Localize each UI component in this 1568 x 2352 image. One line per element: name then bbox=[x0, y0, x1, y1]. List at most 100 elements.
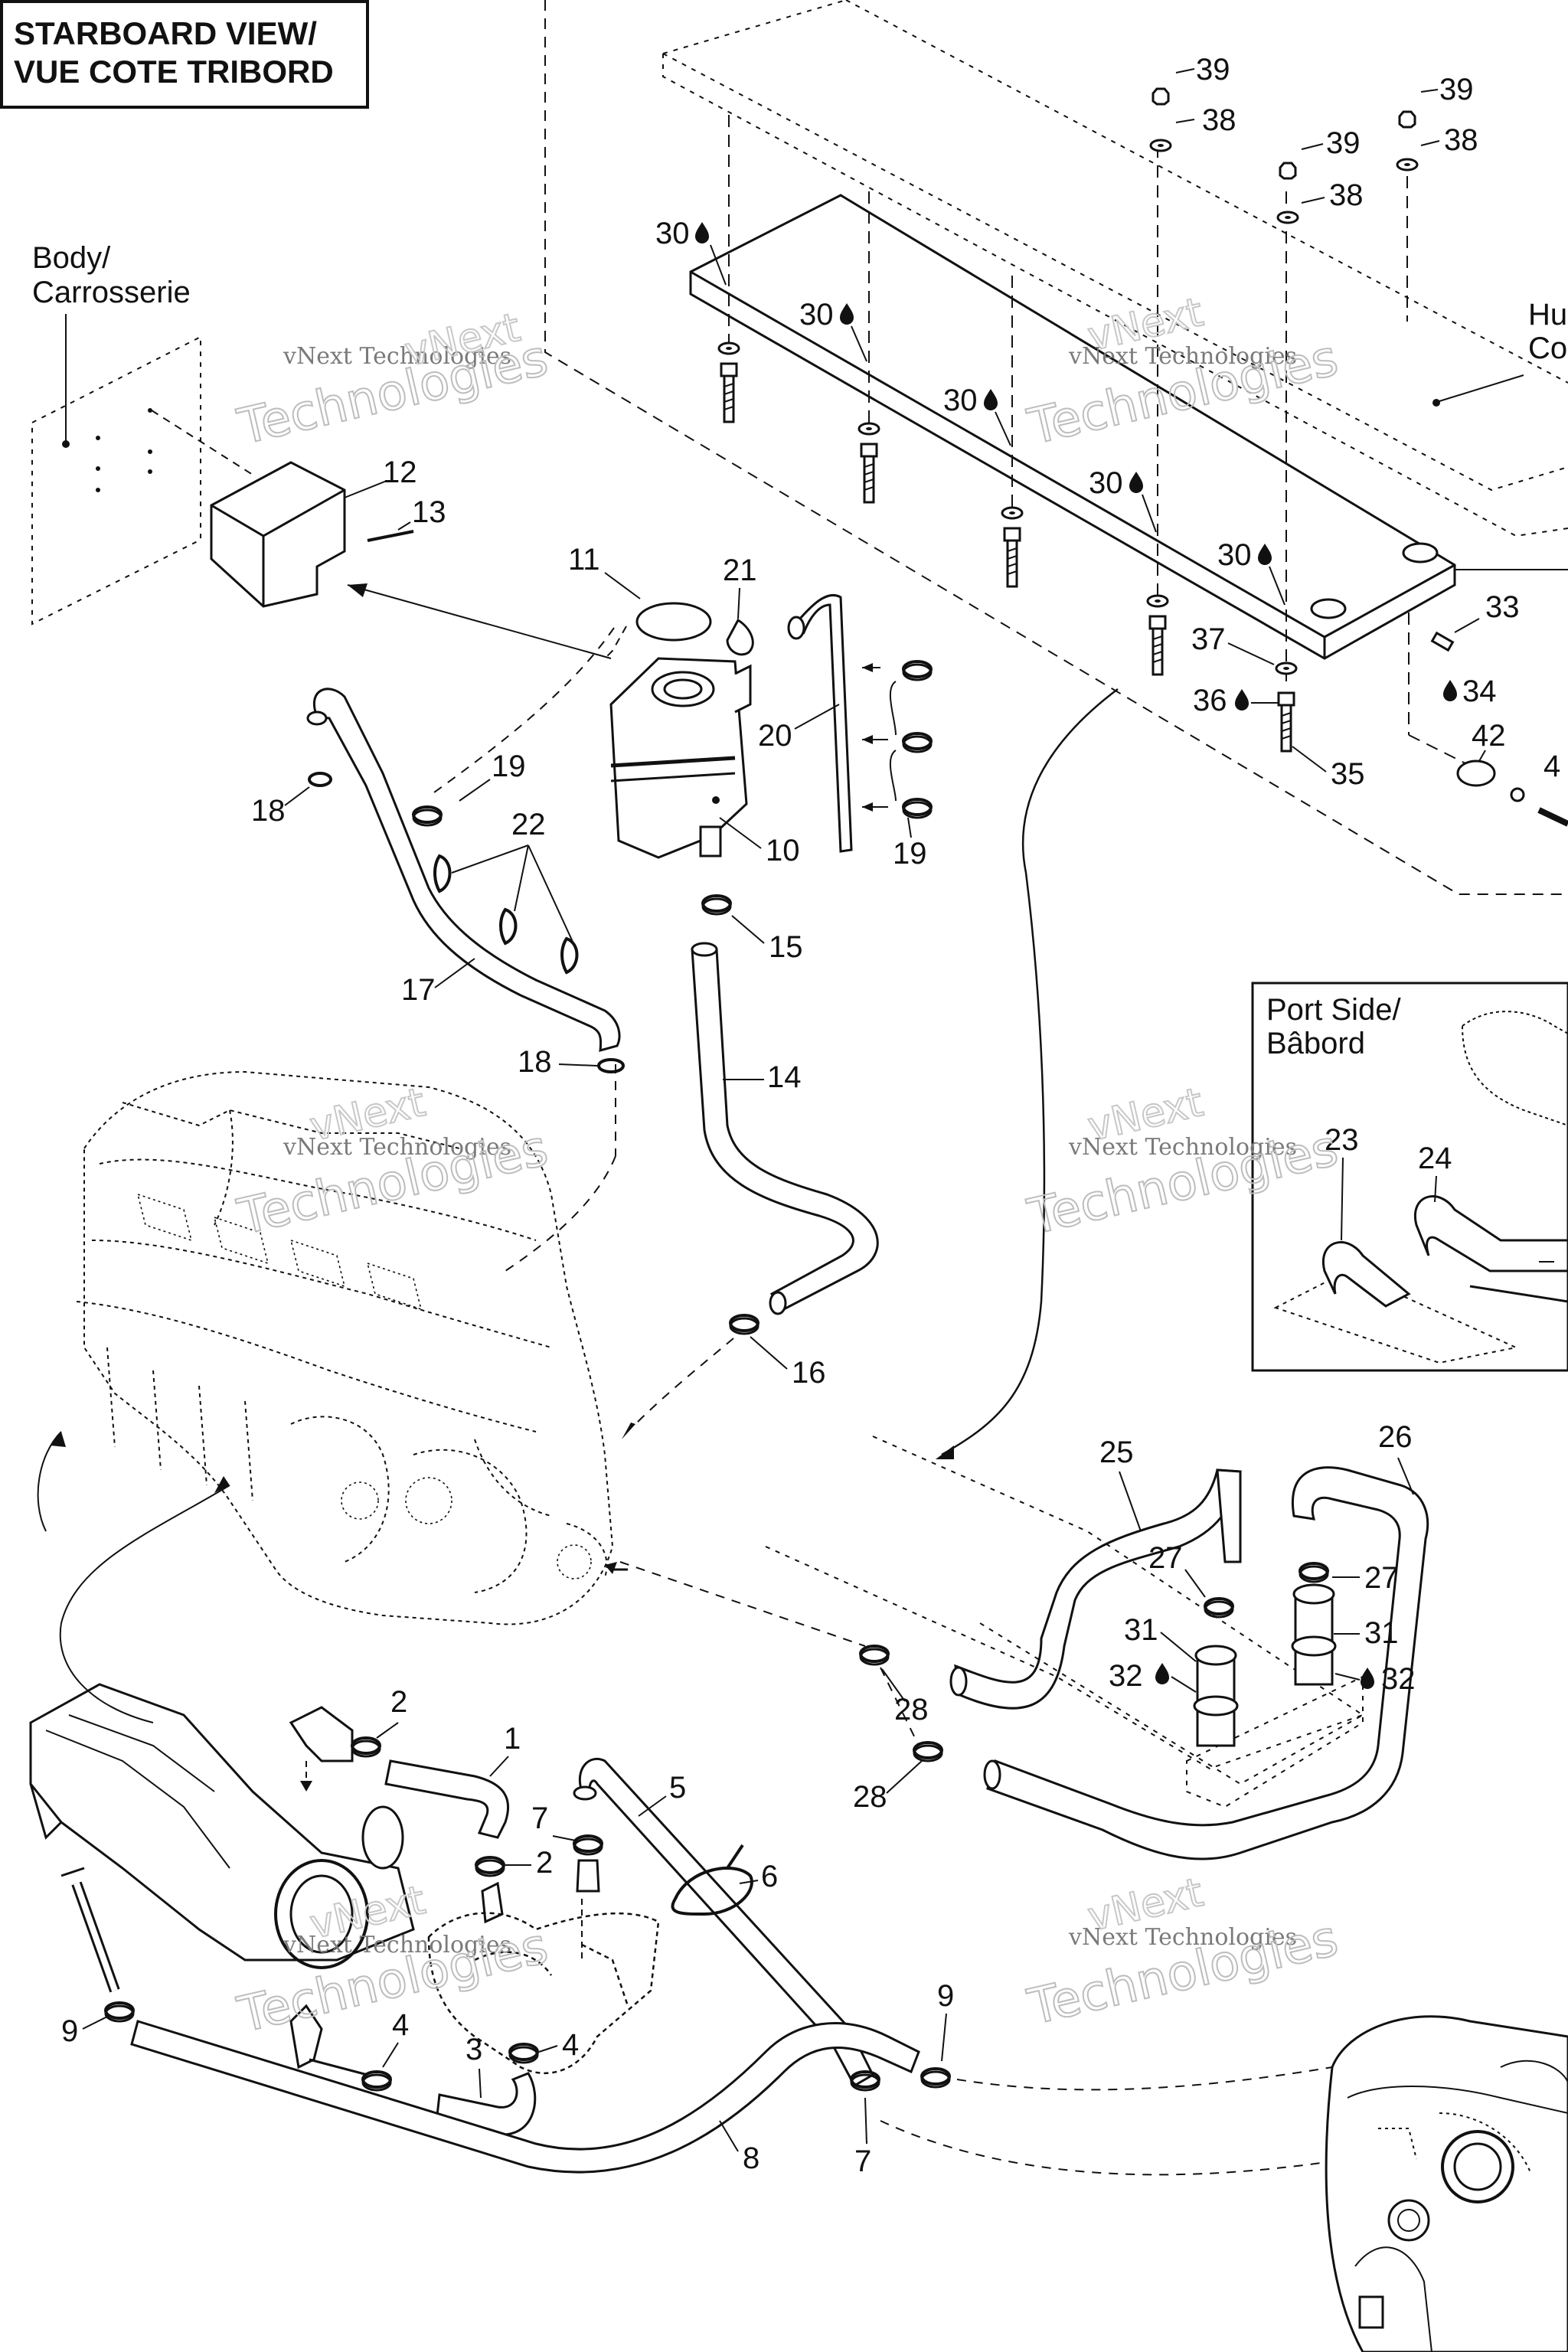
clamp-icon bbox=[701, 894, 732, 916]
washer-icon bbox=[858, 422, 880, 436]
bolt-icon bbox=[860, 443, 878, 504]
callout-39: 39 bbox=[1439, 73, 1474, 106]
callout-38: 38 bbox=[1202, 103, 1236, 137]
set-screw-icon bbox=[1430, 631, 1455, 652]
loctite-drop-icon bbox=[1155, 1663, 1169, 1684]
callout-31: 31 bbox=[1124, 1613, 1158, 1647]
watermark-text: vNext Technologies bbox=[1068, 1924, 1297, 1951]
grommet-icon bbox=[1456, 760, 1496, 787]
callout-8: 8 bbox=[743, 2141, 760, 2175]
hose-25: 25 bbox=[949, 1436, 1242, 1710]
hose-26: 26 bbox=[983, 1420, 1429, 1860]
frame-line bbox=[544, 0, 1568, 895]
callout-31: 31 bbox=[1364, 1616, 1399, 1650]
loctite-drop-icon bbox=[1361, 1668, 1374, 1689]
callout-5: 5 bbox=[669, 1771, 686, 1805]
callout-12: 12 bbox=[383, 456, 417, 489]
callout-26: 26 bbox=[1378, 1420, 1413, 1454]
watermark-text: vNext Technologies bbox=[283, 343, 511, 370]
callout-28: 28 bbox=[894, 1693, 929, 1726]
title-line-1: STARBOARD VIEW/ bbox=[14, 15, 317, 51]
callout-42: 42 bbox=[1472, 719, 1506, 753]
callout-18: 18 bbox=[251, 794, 286, 828]
callout-9: 9 bbox=[937, 1979, 954, 2013]
callout-39: 39 bbox=[1196, 53, 1230, 87]
callout-22: 22 bbox=[511, 808, 546, 841]
port-side-label-line-2: Bâbord bbox=[1266, 1027, 1365, 1060]
callout-27: 27 bbox=[1148, 1541, 1183, 1575]
title-box: STARBOARD VIEW/ VUE COTE TRIBORD bbox=[0, 0, 369, 109]
clamp-icon bbox=[351, 1736, 381, 1758]
intercooler bbox=[427, 1912, 660, 2075]
body-label-line-2: Carrosserie bbox=[32, 276, 191, 309]
washer-icon bbox=[1146, 594, 1169, 608]
engine-detail bbox=[136, 1193, 592, 1579]
elbow-fittings bbox=[289, 1706, 354, 2069]
callout-4: 4 bbox=[1544, 750, 1560, 783]
hull-callouts: 39 38 39 38 39 38 30 30 30 30 30 37 36 3… bbox=[655, 53, 1568, 827]
loctite-drop-icon bbox=[695, 222, 709, 243]
clamp-icon bbox=[573, 1834, 603, 1856]
callout-30: 30 bbox=[799, 298, 834, 332]
clamp-icon bbox=[104, 2001, 135, 2023]
callout-30: 30 bbox=[943, 384, 978, 417]
callout-37: 37 bbox=[1191, 622, 1226, 656]
callout-39: 39 bbox=[1326, 126, 1361, 160]
bolt-icon bbox=[1003, 527, 1021, 588]
nut-icon bbox=[1279, 162, 1297, 180]
support-plank bbox=[689, 194, 1456, 660]
port-side-inset: Port Side/ Bâbord 23 24 bbox=[1251, 982, 1568, 1372]
callout-23: 23 bbox=[1325, 1123, 1359, 1157]
callout-38: 38 bbox=[1444, 123, 1478, 157]
body-panel: Body/ Carrosserie 12 13 bbox=[31, 241, 446, 626]
callout-1: 1 bbox=[504, 1722, 521, 1756]
hose-8: 9 9 8 bbox=[60, 1867, 1348, 2176]
callout-16: 16 bbox=[792, 1356, 826, 1390]
callout-13: 13 bbox=[412, 495, 446, 529]
callout-7: 7 bbox=[531, 1802, 548, 1835]
bracket-icon bbox=[210, 461, 346, 608]
callout-33: 33 bbox=[1485, 590, 1520, 624]
callout-18: 18 bbox=[518, 1045, 552, 1079]
callout-9: 9 bbox=[61, 2014, 78, 2048]
hose-5: 7 5 6 7 bbox=[531, 1757, 880, 2178]
watermark-text: vNext Technologies bbox=[283, 1134, 511, 1161]
callout-11: 11 bbox=[568, 543, 600, 577]
callout-2: 2 bbox=[390, 1685, 407, 1719]
clamp-icon bbox=[920, 2067, 951, 2089]
hull-label-line-2: Co bbox=[1528, 332, 1567, 365]
callout-14: 14 bbox=[767, 1060, 802, 1094]
callout-35: 35 bbox=[1331, 757, 1365, 791]
callout-36: 36 bbox=[1193, 684, 1227, 717]
washer-icon bbox=[717, 341, 740, 355]
washer-icon bbox=[1149, 139, 1172, 152]
callout-30: 30 bbox=[1089, 466, 1123, 500]
callout-32: 32 bbox=[1109, 1659, 1143, 1693]
fitting-plate: 27 27 31 31 32 32 bbox=[765, 1436, 1416, 1808]
callout-21: 21 bbox=[723, 554, 757, 587]
callout-34: 34 bbox=[1462, 675, 1497, 708]
clamp-icon bbox=[508, 2043, 539, 2064]
tie-strap-icon bbox=[671, 1867, 753, 1916]
clip-icon bbox=[726, 618, 754, 656]
port-side-label-line-1: Port Side/ bbox=[1266, 993, 1402, 1027]
clamp-icon bbox=[412, 805, 443, 827]
engine-outline bbox=[76, 1070, 614, 1625]
callout-30: 30 bbox=[655, 217, 690, 250]
callout-6: 6 bbox=[761, 1860, 778, 1893]
watermark-text: vNext Technologies bbox=[1068, 1134, 1297, 1161]
hose-1: 2 1 2 bbox=[351, 1685, 553, 1924]
callout-17: 17 bbox=[401, 973, 436, 1007]
bolt-icon bbox=[720, 362, 738, 423]
washer-icon bbox=[1275, 662, 1298, 675]
washer-icon bbox=[1396, 158, 1419, 172]
callout-3: 3 bbox=[466, 2033, 482, 2066]
watermark-text: vNext Technologies bbox=[283, 1932, 511, 1958]
jet-pump-housing bbox=[1325, 2015, 1568, 2352]
callout-15: 15 bbox=[769, 930, 803, 964]
callout-30: 30 bbox=[1217, 538, 1252, 572]
callout-32: 32 bbox=[1381, 1662, 1416, 1696]
washer-icon bbox=[1001, 506, 1024, 520]
callout-24: 24 bbox=[1418, 1142, 1452, 1175]
